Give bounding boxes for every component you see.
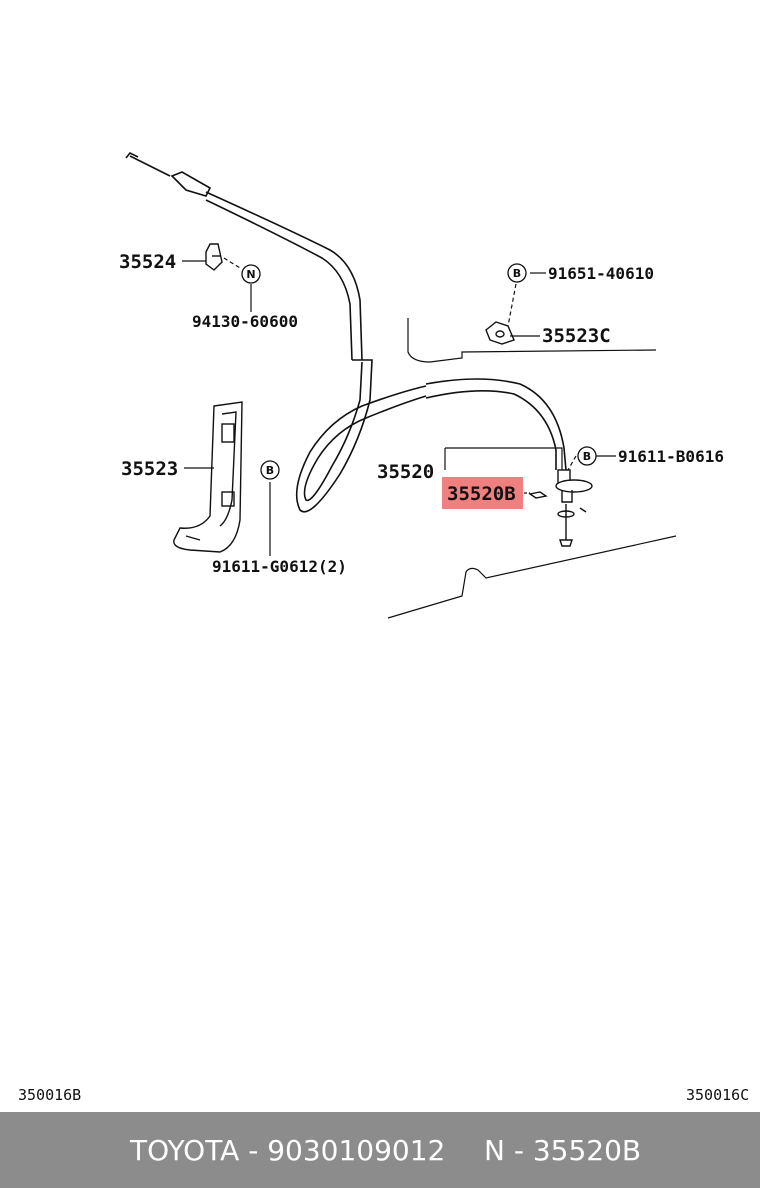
- svg-text:B: B: [583, 450, 591, 463]
- circle-n-marker: N: [241, 264, 261, 284]
- bracket-35523: [173, 401, 243, 553]
- label-35524[interactable]: 35524: [119, 251, 176, 273]
- label-91611-b0616[interactable]: 91611-B0616: [618, 447, 724, 466]
- label-94130-60600[interactable]: 94130-60600: [192, 312, 298, 331]
- circle-b-marker-91611b: B: [577, 446, 597, 466]
- diagram-code-left: 350016B: [18, 1086, 82, 1104]
- diagram-code-right: 350016C: [686, 1086, 750, 1104]
- footer-reference: N - 35520B: [484, 1134, 642, 1167]
- leader-lines: [182, 257, 616, 556]
- circle-b-marker-91611g: B: [260, 460, 280, 480]
- footer-part-number: TOYOTA - 9030109012: [130, 1134, 446, 1167]
- label-91611-g0612[interactable]: 91611-G0612(2): [212, 557, 347, 576]
- svg-text:B: B: [266, 464, 274, 477]
- circle-b-marker-91651: B: [507, 263, 527, 283]
- bracket-35523c: [485, 321, 515, 345]
- body-panel-outline: [387, 318, 677, 619]
- label-35523c[interactable]: 35523C: [542, 325, 611, 347]
- brake-cable: [125, 151, 567, 513]
- label-35520[interactable]: 35520: [377, 461, 434, 483]
- label-35523[interactable]: 35523: [121, 458, 178, 480]
- label-35520b[interactable]: 35520B: [447, 483, 516, 505]
- svg-text:B: B: [513, 267, 521, 280]
- cable-end-fitting: [528, 469, 593, 547]
- svg-text:N: N: [246, 268, 255, 281]
- footer-bar: TOYOTA - 9030109012 N - 35520B: [0, 1112, 760, 1188]
- highlight-35520b: [442, 477, 523, 509]
- clip-35524: [205, 243, 223, 271]
- label-91651-40610[interactable]: 91651-40610: [548, 264, 654, 283]
- parts-diagram: N B B B 35524 94130-60600 91651-40610 35…: [119, 151, 724, 619]
